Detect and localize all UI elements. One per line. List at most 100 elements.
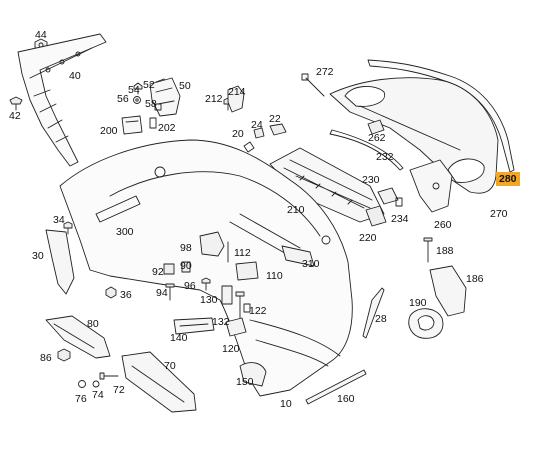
part-label-50[interactable]: 50 xyxy=(179,80,191,92)
part-label-22[interactable]: 22 xyxy=(269,113,281,125)
part-34-screw-icon[interactable] xyxy=(63,221,73,235)
part-230-module-icon[interactable] xyxy=(377,187,399,205)
part-label-30[interactable]: 30 xyxy=(32,250,44,262)
part-20-sensor-icon[interactable] xyxy=(243,141,255,153)
part-label-272[interactable]: 272 xyxy=(316,66,334,78)
part-94-bolt-icon[interactable] xyxy=(165,283,175,301)
part-label-56[interactable]: 56 xyxy=(117,93,129,105)
part-label-220[interactable]: 220 xyxy=(359,232,377,244)
part-label-214[interactable]: 214 xyxy=(228,86,246,98)
part-label-80[interactable]: 80 xyxy=(87,318,99,330)
part-90-clip-icon[interactable] xyxy=(181,261,191,273)
part-22-retainer-icon[interactable] xyxy=(269,123,287,136)
part-label-86[interactable]: 86 xyxy=(40,352,52,364)
part-label-160[interactable]: 160 xyxy=(337,393,355,405)
part-132-screw-icon[interactable] xyxy=(235,291,245,323)
part-70-side-plate-icon[interactable] xyxy=(121,351,197,413)
part-label-150[interactable]: 150 xyxy=(236,376,254,388)
part-label-188[interactable]: 188 xyxy=(436,245,454,257)
part-160-strip-icon[interactable] xyxy=(305,369,367,405)
part-220-bracket-icon[interactable] xyxy=(365,205,387,227)
part-262-bracket-icon[interactable] xyxy=(367,119,385,135)
part-270-diffuser-icon[interactable] xyxy=(329,77,499,194)
part-150-reflector-icon[interactable] xyxy=(239,362,267,387)
part-130-bracket-icon[interactable] xyxy=(221,285,233,305)
part-120-bracket-icon[interactable] xyxy=(225,317,247,337)
part-label-110[interactable]: 110 xyxy=(266,270,283,282)
part-label-40[interactable]: 40 xyxy=(69,70,81,82)
part-98-bracket-icon[interactable] xyxy=(199,231,225,257)
part-42-bolt-icon[interactable] xyxy=(9,96,23,111)
part-74-washer-icon[interactable] xyxy=(92,380,100,388)
part-122-clip-icon[interactable] xyxy=(243,303,251,313)
part-label-234[interactable]: 234 xyxy=(391,213,409,225)
part-300-bumper-cover-icon[interactable] xyxy=(59,139,353,397)
part-label-202[interactable]: 202 xyxy=(158,122,176,134)
part-234-clip-icon[interactable] xyxy=(395,197,403,207)
part-232-rod-icon[interactable] xyxy=(329,129,404,171)
part-58-clip-icon[interactable] xyxy=(154,103,162,111)
part-50-holder-icon[interactable] xyxy=(149,77,181,117)
part-label-190[interactable]: 190 xyxy=(409,297,427,309)
part-label-300[interactable]: 300 xyxy=(116,226,134,238)
part-label-76[interactable]: 76 xyxy=(75,393,87,405)
part-label-92[interactable]: 92 xyxy=(152,266,164,278)
part-label-132[interactable]: 132 xyxy=(212,316,230,328)
part-280-trim-strip-icon[interactable] xyxy=(367,59,515,173)
part-202-clip-icon[interactable] xyxy=(149,117,157,129)
part-label-36[interactable]: 36 xyxy=(120,289,132,301)
part-label-10[interactable]: 10 xyxy=(280,398,292,410)
part-36-nut-icon[interactable] xyxy=(105,286,117,299)
part-label-52[interactable]: 52 xyxy=(143,79,155,91)
part-label-70[interactable]: 70 xyxy=(164,360,176,372)
part-label-94[interactable]: 94 xyxy=(156,287,168,299)
part-label-310[interactable]: 310 xyxy=(302,258,320,270)
part-214-bracket-icon[interactable] xyxy=(227,85,245,113)
part-label-112[interactable]: 112 xyxy=(234,247,251,259)
part-272-bolt-icon[interactable] xyxy=(301,73,325,97)
part-label-232[interactable]: 232 xyxy=(376,151,394,163)
part-label-230[interactable]: 230 xyxy=(362,174,380,186)
part-200-cover-icon[interactable] xyxy=(121,115,143,135)
part-72-bolt-icon[interactable] xyxy=(99,372,119,380)
part-188-pin-icon[interactable] xyxy=(423,237,433,263)
part-label-72[interactable]: 72 xyxy=(113,384,125,396)
part-label-200[interactable]: 200 xyxy=(100,125,118,137)
part-30-side-guide-icon[interactable] xyxy=(45,229,75,295)
part-label-270[interactable]: 270 xyxy=(490,208,508,220)
part-label-58[interactable]: 58 xyxy=(145,98,157,110)
part-140-bracket-icon[interactable] xyxy=(173,317,215,335)
part-76-nut-icon[interactable] xyxy=(78,380,86,388)
part-80-bracket-icon[interactable] xyxy=(45,315,111,359)
part-40-side-bracket-icon[interactable] xyxy=(17,33,107,167)
part-110-bracket-icon[interactable] xyxy=(235,261,259,281)
part-54-screw-icon[interactable] xyxy=(133,82,143,95)
part-96-screw-icon[interactable] xyxy=(201,277,211,291)
part-label-24[interactable]: 24 xyxy=(251,119,263,131)
part-label-20[interactable]: 20 xyxy=(232,128,244,140)
part-label-54[interactable]: 54 xyxy=(128,84,140,96)
part-28-strip-icon[interactable] xyxy=(362,287,385,339)
part-label-186[interactable]: 186 xyxy=(466,273,484,285)
part-86-clip-icon[interactable] xyxy=(57,348,71,362)
part-label-120[interactable]: 120 xyxy=(222,343,240,355)
part-label-98[interactable]: 98 xyxy=(180,242,192,254)
part-label-262[interactable]: 262 xyxy=(368,132,386,144)
part-190-ring-icon[interactable] xyxy=(408,308,444,339)
part-label-74[interactable]: 74 xyxy=(92,389,104,401)
part-186-bracket-icon[interactable] xyxy=(429,265,467,317)
part-label-130[interactable]: 130 xyxy=(200,294,218,306)
part-label-90[interactable]: 90 xyxy=(180,260,192,272)
part-label-260[interactable]: 260 xyxy=(434,219,452,231)
part-label-280[interactable]: 280 xyxy=(496,172,520,186)
part-56-clip-icon[interactable] xyxy=(133,96,141,104)
part-label-212[interactable]: 212 xyxy=(205,93,223,105)
part-label-96[interactable]: 96 xyxy=(184,280,196,292)
part-label-42[interactable]: 42 xyxy=(9,110,21,122)
part-label-210[interactable]: 210 xyxy=(287,204,305,216)
part-label-44[interactable]: 44 xyxy=(35,29,47,41)
part-label-28[interactable]: 28 xyxy=(375,313,387,325)
part-92-sensor-icon[interactable] xyxy=(163,263,175,275)
part-label-34[interactable]: 34 xyxy=(53,214,65,226)
part-310-insert-icon[interactable] xyxy=(281,245,315,267)
